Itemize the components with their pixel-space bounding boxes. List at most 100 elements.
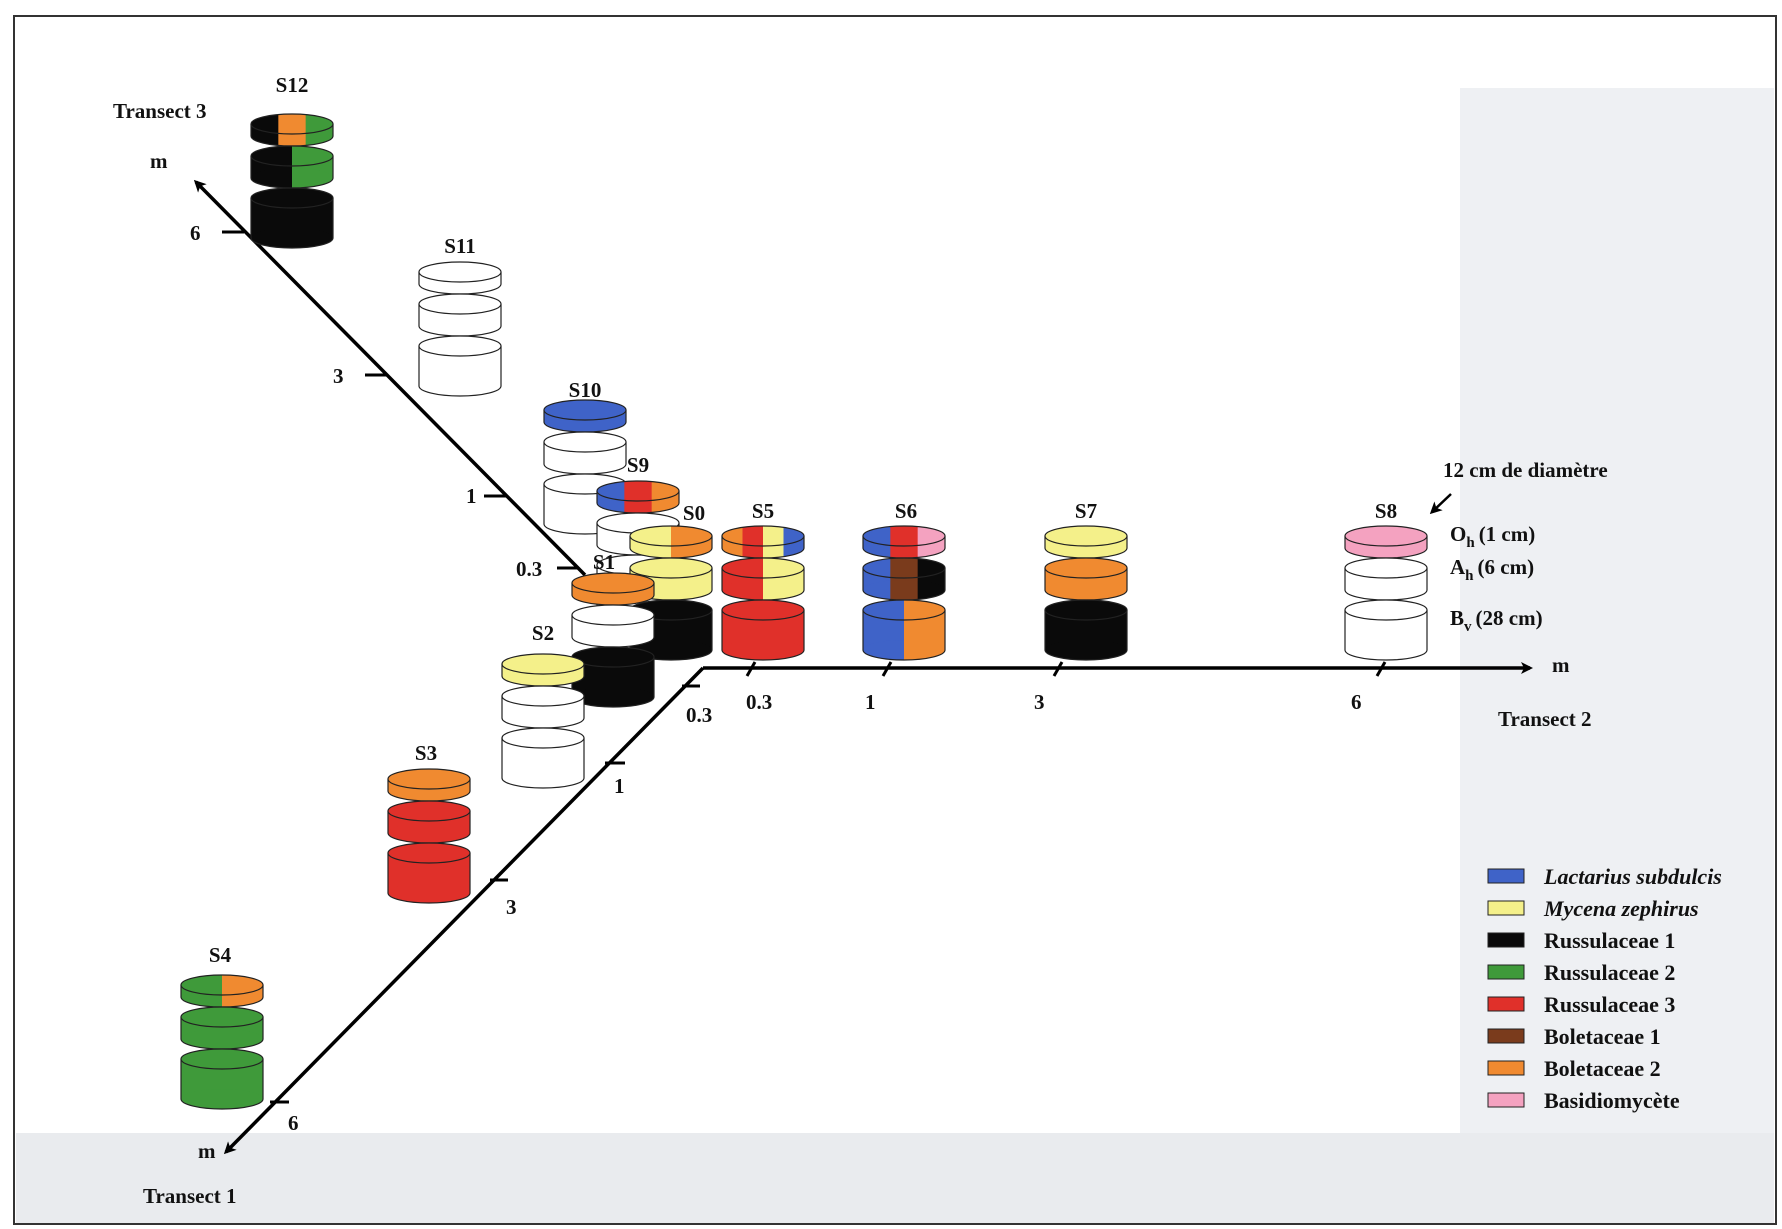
t2-tick-label-0.3: 0.3 bbox=[746, 690, 772, 714]
legend-swatch bbox=[1487, 900, 1525, 916]
t1-tick-label-1: 1 bbox=[614, 774, 625, 798]
background-band-bottom bbox=[16, 1133, 1774, 1223]
soil-core-s7-oh-layer bbox=[1044, 525, 1128, 559]
legend-label: Boletaceae 1 bbox=[1544, 1024, 1661, 1049]
transect-3-label: Transect 3 bbox=[113, 99, 207, 123]
soil-core-s5: S5 bbox=[721, 499, 805, 661]
legend-swatch bbox=[1487, 1028, 1525, 1044]
axis-ticks bbox=[222, 230, 1387, 1104]
soil-core-s1: S1 bbox=[571, 550, 655, 708]
sample-label: S4 bbox=[209, 943, 232, 967]
legend-item: Boletaceae 2 bbox=[1487, 1056, 1661, 1081]
soil-core-s4-oh-layer bbox=[180, 974, 264, 1008]
legend-swatch bbox=[1487, 964, 1525, 980]
soil-core-s3-oh-layer bbox=[387, 768, 471, 802]
t3-tick-label-3: 3 bbox=[333, 364, 344, 388]
soil-core-s1-oh-layer bbox=[571, 572, 655, 606]
t1-tick-label-6: 6 bbox=[288, 1111, 299, 1135]
axes bbox=[193, 179, 1533, 1155]
soil-core-s10-oh-layer bbox=[543, 399, 627, 433]
transect-3-unit: m bbox=[150, 149, 168, 173]
sample-label: S12 bbox=[276, 73, 309, 97]
soil-core-s7-ah-layer bbox=[1044, 557, 1128, 601]
transect-1-label: Transect 1 bbox=[143, 1184, 237, 1208]
soil-core-s6-oh-layer bbox=[862, 525, 946, 559]
soil-core-s10: S10 bbox=[543, 378, 627, 535]
soil-core-s3-ah-layer bbox=[387, 800, 471, 844]
t2-tick-label-6: 6 bbox=[1351, 690, 1362, 714]
sample-label: S6 bbox=[895, 499, 917, 523]
diameter-annotation: 12 cm de diamètre bbox=[1443, 458, 1608, 482]
soil-core-s9-oh-layer bbox=[596, 480, 680, 514]
sample-label: S3 bbox=[415, 741, 437, 765]
sample-label: S5 bbox=[752, 499, 774, 523]
soil-core-s2-bv-layer bbox=[501, 727, 585, 789]
legend-item: Boletaceae 1 bbox=[1487, 1024, 1661, 1049]
transect-1-axis bbox=[223, 666, 705, 1155]
soil-core-s3: S3 bbox=[387, 741, 471, 904]
soil-core-s8: S8 bbox=[1344, 499, 1428, 661]
sample-label: S8 bbox=[1375, 499, 1397, 523]
soil-core-s11: S11 bbox=[418, 234, 502, 397]
soil-core-s11-bv-layer bbox=[418, 335, 502, 397]
soil-core-s4-bv-layer bbox=[180, 1048, 264, 1110]
soil-core-s11-oh-layer bbox=[418, 261, 502, 295]
soil-core-s3-bv-layer bbox=[387, 842, 471, 904]
soil-core-s4: S4 bbox=[180, 943, 264, 1110]
legend-item: Russulaceae 1 bbox=[1487, 928, 1675, 953]
transect-2-unit: m bbox=[1552, 653, 1570, 677]
legend-swatch bbox=[1487, 1092, 1525, 1108]
t2-tick-mark bbox=[881, 661, 893, 677]
layer-label-bv: Bv(28 cm) bbox=[1450, 606, 1543, 635]
t1-tick-label-0.3: 0.3 bbox=[686, 703, 712, 727]
legend-swatch bbox=[1487, 1060, 1525, 1076]
t3-tick-label-0.3: 0.3 bbox=[516, 557, 542, 581]
legend-label: Mycena zephirus bbox=[1543, 896, 1699, 921]
soil-core-s1-ah-layer bbox=[571, 604, 655, 648]
legend-item: Basidiomycète bbox=[1487, 1088, 1680, 1113]
sample-label: S11 bbox=[444, 234, 476, 258]
t2-tick-label-1: 1 bbox=[865, 690, 876, 714]
legend-label: Russulaceae 2 bbox=[1544, 960, 1675, 985]
soil-core-s2-oh-layer bbox=[501, 653, 585, 687]
sample-label: S10 bbox=[569, 378, 602, 402]
sample-label: S0 bbox=[683, 501, 705, 525]
sample-label: S7 bbox=[1075, 499, 1097, 523]
t2-tick-mark bbox=[745, 661, 757, 677]
t2-tick-label-3: 3 bbox=[1034, 690, 1045, 714]
legend-label: Lactarius subdulcis bbox=[1543, 864, 1722, 889]
legend-swatch bbox=[1487, 932, 1525, 948]
legend-item: Russulaceae 3 bbox=[1487, 992, 1675, 1017]
legend-swatch bbox=[1487, 868, 1525, 884]
soil-core-s12-oh-layer bbox=[250, 113, 334, 147]
background-band-right bbox=[1460, 88, 1774, 1223]
soil-core-s5-ah-layer bbox=[721, 557, 805, 601]
transect-1-unit: m bbox=[198, 1139, 216, 1163]
soil-core-s6: S6 bbox=[862, 499, 946, 661]
legend-item: Lactarius subdulcis bbox=[1487, 864, 1722, 889]
soil-core-s5-bv-layer bbox=[721, 599, 805, 661]
t2-tick-mark bbox=[1052, 661, 1064, 677]
soil-core-s8-bv-layer bbox=[1344, 599, 1428, 661]
sample-label: S9 bbox=[627, 453, 649, 477]
soil-core-s2-ah-layer bbox=[501, 685, 585, 729]
soil-core-s11-ah-layer bbox=[418, 293, 502, 337]
legend-item: Mycena zephirus bbox=[1487, 896, 1699, 921]
sample-label: S1 bbox=[593, 550, 615, 574]
transect-2-label: Transect 2 bbox=[1498, 707, 1592, 731]
t2-tick-mark bbox=[1375, 661, 1387, 677]
soil-core-s12: S12 bbox=[250, 73, 334, 249]
legend-item: Russulaceae 2 bbox=[1487, 960, 1675, 985]
legend-label: Russulaceae 1 bbox=[1544, 928, 1675, 953]
background-band-top bbox=[16, 18, 1774, 88]
soil-core-s6-bv-layer bbox=[862, 599, 946, 661]
soil-core-s7: S7 bbox=[1044, 499, 1128, 661]
soil-core-s12-ah-layer bbox=[250, 145, 334, 189]
t3-tick-label-6: 6 bbox=[190, 221, 201, 245]
t3-tick-label-1: 1 bbox=[466, 484, 477, 508]
layer-label-oh: Oh(1 cm) bbox=[1450, 522, 1535, 551]
t1-tick-label-3: 3 bbox=[506, 895, 517, 919]
